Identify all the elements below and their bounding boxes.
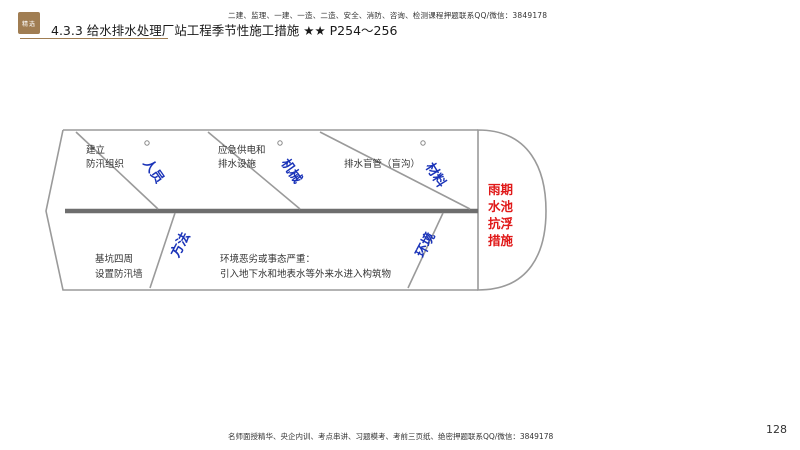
cause-machine-line2: 排水设施	[218, 158, 257, 170]
cause-people-line2: 防汛组织	[86, 158, 124, 170]
head-line-3: 抗浮	[488, 216, 513, 231]
top-contact-note: 二建、监理、一建、一造、二造、安全、消防、咨询、检测课程押题联系QQ/微信：38…	[228, 11, 548, 20]
logo-text: 精选	[21, 20, 36, 28]
cause-method-line1: 基坑四周	[95, 253, 133, 265]
bone-people	[75, 131, 159, 210]
cause-people-line1: 建立	[86, 144, 105, 156]
category-people-label: 人员	[139, 156, 167, 186]
head-line-4: 措施	[488, 233, 514, 248]
cause-material: 排水盲管（盲沟）	[344, 158, 420, 170]
category-method-label: 方法	[167, 230, 193, 260]
marker-material	[420, 140, 426, 146]
fish-head	[477, 129, 547, 291]
title-underline	[20, 38, 168, 39]
cause-machine-line1: 应急供电和	[218, 144, 266, 156]
bone-machine	[207, 131, 301, 210]
footer-contact-note: 名师面授精华、央企内训、考点串讲、习题模考、考前三页纸、绝密押题联系QQ/微信：…	[228, 432, 554, 441]
cause-method-line2: 设置防汛墙	[95, 268, 143, 280]
marker-machine	[277, 140, 283, 146]
cause-environment-line2: 引入地下水和地表水等外来水进入构筑物	[220, 268, 392, 280]
head-line-1: 雨期	[488, 182, 513, 197]
category-machine-label: 机械	[277, 156, 305, 186]
slide-title: 4.3.3 给水排水处理厂站工程季节性施工措施 ★★ P254～256	[51, 23, 398, 38]
logo-badge: 精选	[18, 12, 40, 34]
cause-environment-line1: 环境恶劣或事态严重：	[220, 253, 315, 265]
head-line-2: 水池	[488, 199, 514, 214]
bone-environment	[407, 212, 444, 289]
page-number: 128	[766, 423, 787, 436]
fish-body-outline	[45, 129, 478, 291]
category-environment-label: 环境	[412, 230, 438, 260]
marker-people	[144, 140, 150, 146]
bone-material	[319, 131, 471, 210]
bone-method	[149, 212, 176, 289]
